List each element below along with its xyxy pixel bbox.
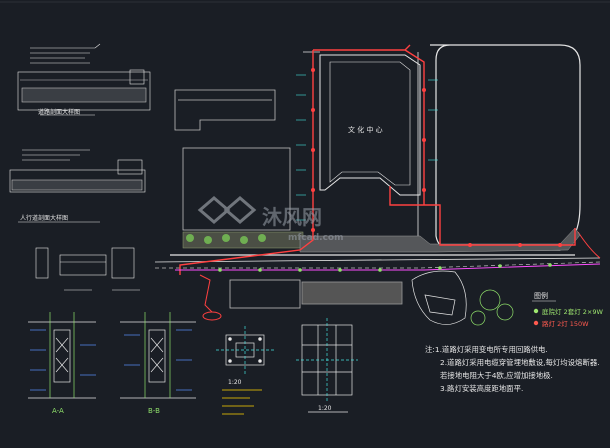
road-section-detail: [17, 43, 151, 116]
footing-scale: 1:20: [228, 379, 242, 386]
section-b-label: B-B: [148, 407, 160, 415]
note-line-4: 3.路灯安装高度距地面平.: [440, 384, 523, 393]
note-line-2: 2.道路灯采用电缆穿管埋地敷设,每灯均设熔断器.: [440, 358, 600, 367]
shrubs: [186, 234, 266, 244]
ground-band: [299, 227, 581, 253]
junction-box: [202, 311, 222, 321]
lamp-arm-detail: [296, 318, 358, 413]
note-line-1: 注:1.道路灯采用变电所专用回路供电.: [425, 345, 548, 354]
legend-swatch-garden: [533, 308, 539, 314]
legend: 图例 庭院灯 2套灯 2×9W 路灯 2灯 150W: [532, 291, 603, 328]
junction-feed: [199, 274, 213, 313]
watermark: 沐风网 mfcad.com: [197, 196, 343, 243]
sidewalk-section-detail: [9, 149, 146, 223]
dimension-ticks: [296, 74, 438, 221]
section-a-label: A-A: [52, 407, 64, 415]
note-line-3: 若接地电阻大于4欧,应增加接地极.: [440, 371, 553, 380]
feeder-magenta: [175, 263, 601, 271]
section-a-a: [28, 312, 96, 399]
existing-building-left: [174, 89, 291, 231]
legend-title: 图例: [534, 291, 548, 300]
watermark-brand: 沐风网: [262, 205, 322, 229]
arm-scale: 1:20: [318, 405, 332, 412]
street-lamps: [311, 68, 562, 247]
footing-plan-detail: [216, 326, 274, 415]
lower-buildings: [229, 279, 403, 309]
site-outline: [154, 44, 601, 263]
notes: 注:1.道路灯采用变电所专用回路供电. 2.道路灯采用电缆穿管埋地敷设,每灯均设…: [425, 345, 600, 393]
sidewalk-section-caption: 人行道剖面大样图: [20, 214, 68, 222]
landscape-feature: [411, 270, 514, 326]
legend-item-street: 路灯 2灯 150W: [542, 319, 589, 328]
road-edge-dashed: [155, 261, 601, 269]
legend-swatch-street: [533, 320, 539, 326]
garden-lamps: [218, 263, 552, 272]
lighting-circuit-red: [179, 44, 576, 275]
watermark-domain: mfcad.com: [288, 233, 343, 243]
road-section-caption: 道路剖面大样图: [38, 108, 80, 116]
building-label: 文 化 中 心: [348, 125, 383, 134]
section-b-b: [120, 312, 196, 399]
lamp-base-detail: [35, 247, 140, 291]
legend-item-garden: 庭院灯 2套灯 2×9W: [542, 307, 603, 316]
